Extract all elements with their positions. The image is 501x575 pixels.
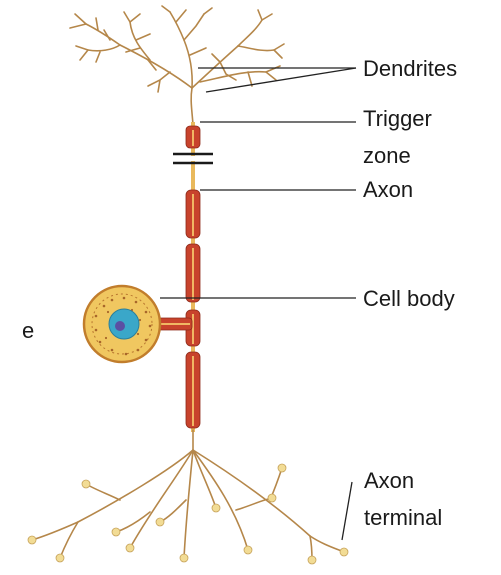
- axon-label: Axon: [363, 177, 413, 202]
- dendrites: [70, 6, 284, 125]
- terminal-boutons: [28, 464, 348, 564]
- partial-left-label: e: [22, 318, 34, 343]
- axon-terminal-label-line2: terminal: [364, 505, 442, 530]
- axon-terminals: [32, 430, 344, 560]
- trigger-zone-label-line2: zone: [363, 143, 411, 168]
- cell-body-label: Cell body: [363, 286, 455, 311]
- axon-terminal-label: Axon: [364, 468, 414, 493]
- dendrites-label: Dendrites: [363, 56, 457, 81]
- cell-body: [84, 286, 160, 362]
- axon-terminal-leader: [342, 482, 352, 540]
- nucleolus: [115, 321, 125, 331]
- trigger-zone-label: Trigger: [363, 106, 432, 131]
